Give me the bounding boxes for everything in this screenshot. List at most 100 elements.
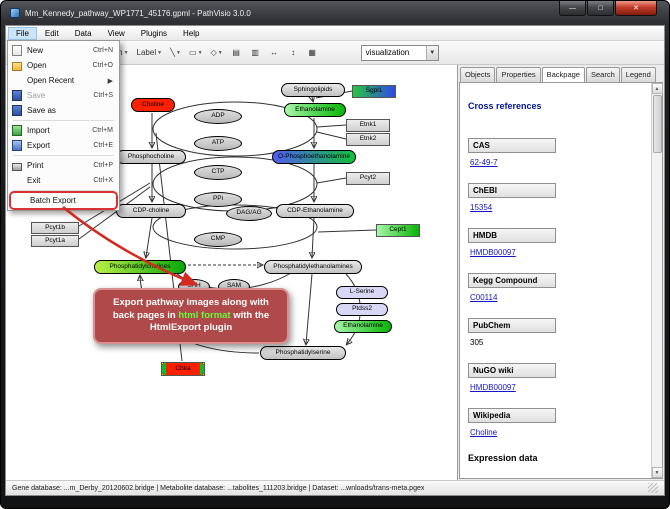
pathway-node-phosphatidylserine[interactable]: Phosphatidylserine xyxy=(260,346,346,360)
pathway-node-pcyt2[interactable]: Pcyt2 xyxy=(346,172,390,185)
node-label: Phosphatidylethanolamines xyxy=(273,262,353,270)
scrollbar-thumb[interactable] xyxy=(652,95,662,153)
menu-file[interactable]: File xyxy=(8,26,37,40)
pathway-node-cept1[interactable]: Cept1 xyxy=(376,224,420,237)
pathway-node-sphingolipids[interactable]: Sphingolipids xyxy=(281,83,345,97)
toolbar-tools: Gm▼Label▼╲▼▭▼◇▼▤▥↔↕▦ xyxy=(107,44,321,62)
xref-id-value: 305 xyxy=(470,338,484,347)
xref-id-link[interactable]: HMDB00097 xyxy=(470,383,516,392)
tab-backpage[interactable]: Backpage xyxy=(541,67,585,82)
file-menu-item-batch-export[interactable]: Batch Export xyxy=(11,193,116,208)
selection-handle[interactable] xyxy=(202,363,204,365)
close-button[interactable]: ✕ xyxy=(615,1,657,16)
xref-id-link[interactable]: Choline xyxy=(470,428,498,437)
pathway-node-ethanolamine[interactable]: Ethanolamine xyxy=(334,320,392,333)
menu-edit[interactable]: Edit xyxy=(44,28,59,38)
pathway-node-cdp-choline[interactable]: CDP-choline xyxy=(116,204,186,218)
pathway-node-pcyt1a[interactable]: Pcyt1a xyxy=(31,235,79,247)
file-menu-item-save-as[interactable]: Save as xyxy=(8,103,119,118)
menu-item-label: Print xyxy=(27,161,44,170)
tab-properties[interactable]: Properties xyxy=(496,67,541,82)
pathway-node-ctp[interactable]: CTP xyxy=(194,165,242,180)
save-icon xyxy=(12,90,22,101)
pathway-node-pcyt1b[interactable]: Pcyt1b xyxy=(31,222,79,234)
chevron-down-icon[interactable]: ▼ xyxy=(425,45,438,60)
pathway-node-atp[interactable]: ATP xyxy=(194,136,242,151)
xref-database-nugo-wiki: NuGO wiki xyxy=(468,363,556,378)
xref-database-wikipedia: Wikipedia xyxy=(468,408,556,423)
visualization-combobox[interactable]: visualization ▼ xyxy=(360,44,439,61)
xref-id-link[interactable]: C00114 xyxy=(470,293,498,302)
visualization-value: visualization xyxy=(365,48,410,57)
xref-database-chebi: ChEBI xyxy=(468,183,556,198)
tab-objects[interactable]: Objects xyxy=(460,67,496,82)
xref-id-link[interactable]: HMDB00097 xyxy=(470,248,516,257)
menu-item-label: Batch Export xyxy=(30,196,76,205)
align-vertical-button[interactable]: ▥ xyxy=(247,44,264,62)
common-width-button[interactable]: ↔ xyxy=(266,44,283,62)
align-horizontal-button[interactable]: ▤ xyxy=(228,44,245,62)
template-tool-button[interactable]: ◇▼ xyxy=(208,44,226,62)
titlebar[interactable]: Mm_Kennedy_pathway_WP1771_45176.gpml - P… xyxy=(1,1,669,25)
node-label: Sphingolipids xyxy=(293,85,333,93)
menu-item-shortcut: Ctrl+O xyxy=(92,62,113,69)
panel-scrollbar[interactable]: ▲ ▼ xyxy=(651,83,663,478)
maximize-button[interactable]: □ xyxy=(587,1,614,16)
selection-handle[interactable] xyxy=(162,363,164,365)
tab-search[interactable]: Search xyxy=(585,67,620,82)
selection-handle[interactable] xyxy=(202,373,204,375)
pathway-node-adp[interactable]: ADP xyxy=(194,109,242,124)
selection-handle[interactable] xyxy=(162,373,164,375)
node-label: Phosphatidylserine xyxy=(275,348,331,356)
pathway-node-chka[interactable]: Chka xyxy=(161,362,205,376)
menu-data[interactable]: Data xyxy=(74,28,92,38)
xref-id-link[interactable]: 62-49-7 xyxy=(470,158,498,167)
xref-id-link[interactable]: 15354 xyxy=(470,203,493,212)
pathway-node-ethanolamine[interactable]: Ethanolamine xyxy=(284,103,346,117)
stack-button-icon: ▦ xyxy=(308,48,316,57)
node-label: SAH xyxy=(187,282,201,290)
node-label: SAM xyxy=(226,282,242,290)
pathway-node-phosphatidylcholines[interactable]: Phosphatidylcholines xyxy=(94,260,186,274)
menu-item-label: Import xyxy=(27,126,50,135)
shape-tool-button[interactable]: ▭▼ xyxy=(186,44,206,62)
stack-button[interactable]: ▦ xyxy=(304,44,321,62)
menu-help[interactable]: Help xyxy=(183,28,200,38)
pathway-node-phosphatidylethanolamines[interactable]: Phosphatidylethanolamines xyxy=(264,260,362,274)
pathway-node-etnk1[interactable]: Etnk1 xyxy=(346,119,390,132)
pathway-node-cdp-ethanolamine[interactable]: CDP-Ethanolamine xyxy=(276,204,354,218)
pathway-node-choline[interactable]: Choline xyxy=(131,98,175,112)
menu-item-shortcut: Ctrl+E xyxy=(93,142,113,149)
pathway-node-ptdss2[interactable]: Ptdss2 xyxy=(336,303,388,316)
save-as-icon xyxy=(12,105,22,116)
pathway-node-l-serine[interactable]: L-Serine xyxy=(336,286,388,299)
tab-legend[interactable]: Legend xyxy=(620,67,656,82)
menu-plugins[interactable]: Plugins xyxy=(140,28,168,38)
label-tool-button[interactable]: Label▼ xyxy=(134,44,166,62)
scroll-down-icon[interactable]: ▼ xyxy=(651,467,663,478)
file-menu-item-open-recent[interactable]: Open Recent▶ xyxy=(8,73,119,88)
pathway-node-phosphocholine[interactable]: Phosphocholine xyxy=(116,150,186,164)
pathway-node-etnk2[interactable]: Etnk2 xyxy=(346,133,390,146)
pathway-node-o-phosphoethanolamine[interactable]: O-Phosphoethanolamine xyxy=(272,150,356,164)
minimize-button[interactable]: — xyxy=(559,1,586,16)
pathway-node-cmp[interactable]: CMP xyxy=(194,232,242,247)
line-tool-button[interactable]: ╲▼ xyxy=(167,44,184,62)
common-height-button[interactable]: ↕ xyxy=(285,44,302,62)
pathway-node-dag-ag[interactable]: DAG/AG xyxy=(226,206,272,221)
pathway-node-ppi[interactable]: PPi xyxy=(194,192,242,207)
menu-view[interactable]: View xyxy=(107,28,125,38)
scroll-up-icon[interactable]: ▲ xyxy=(651,83,663,94)
pathway-node-sgpl1[interactable]: Sgpl1 xyxy=(352,85,396,98)
resize-grip[interactable] xyxy=(648,483,658,493)
